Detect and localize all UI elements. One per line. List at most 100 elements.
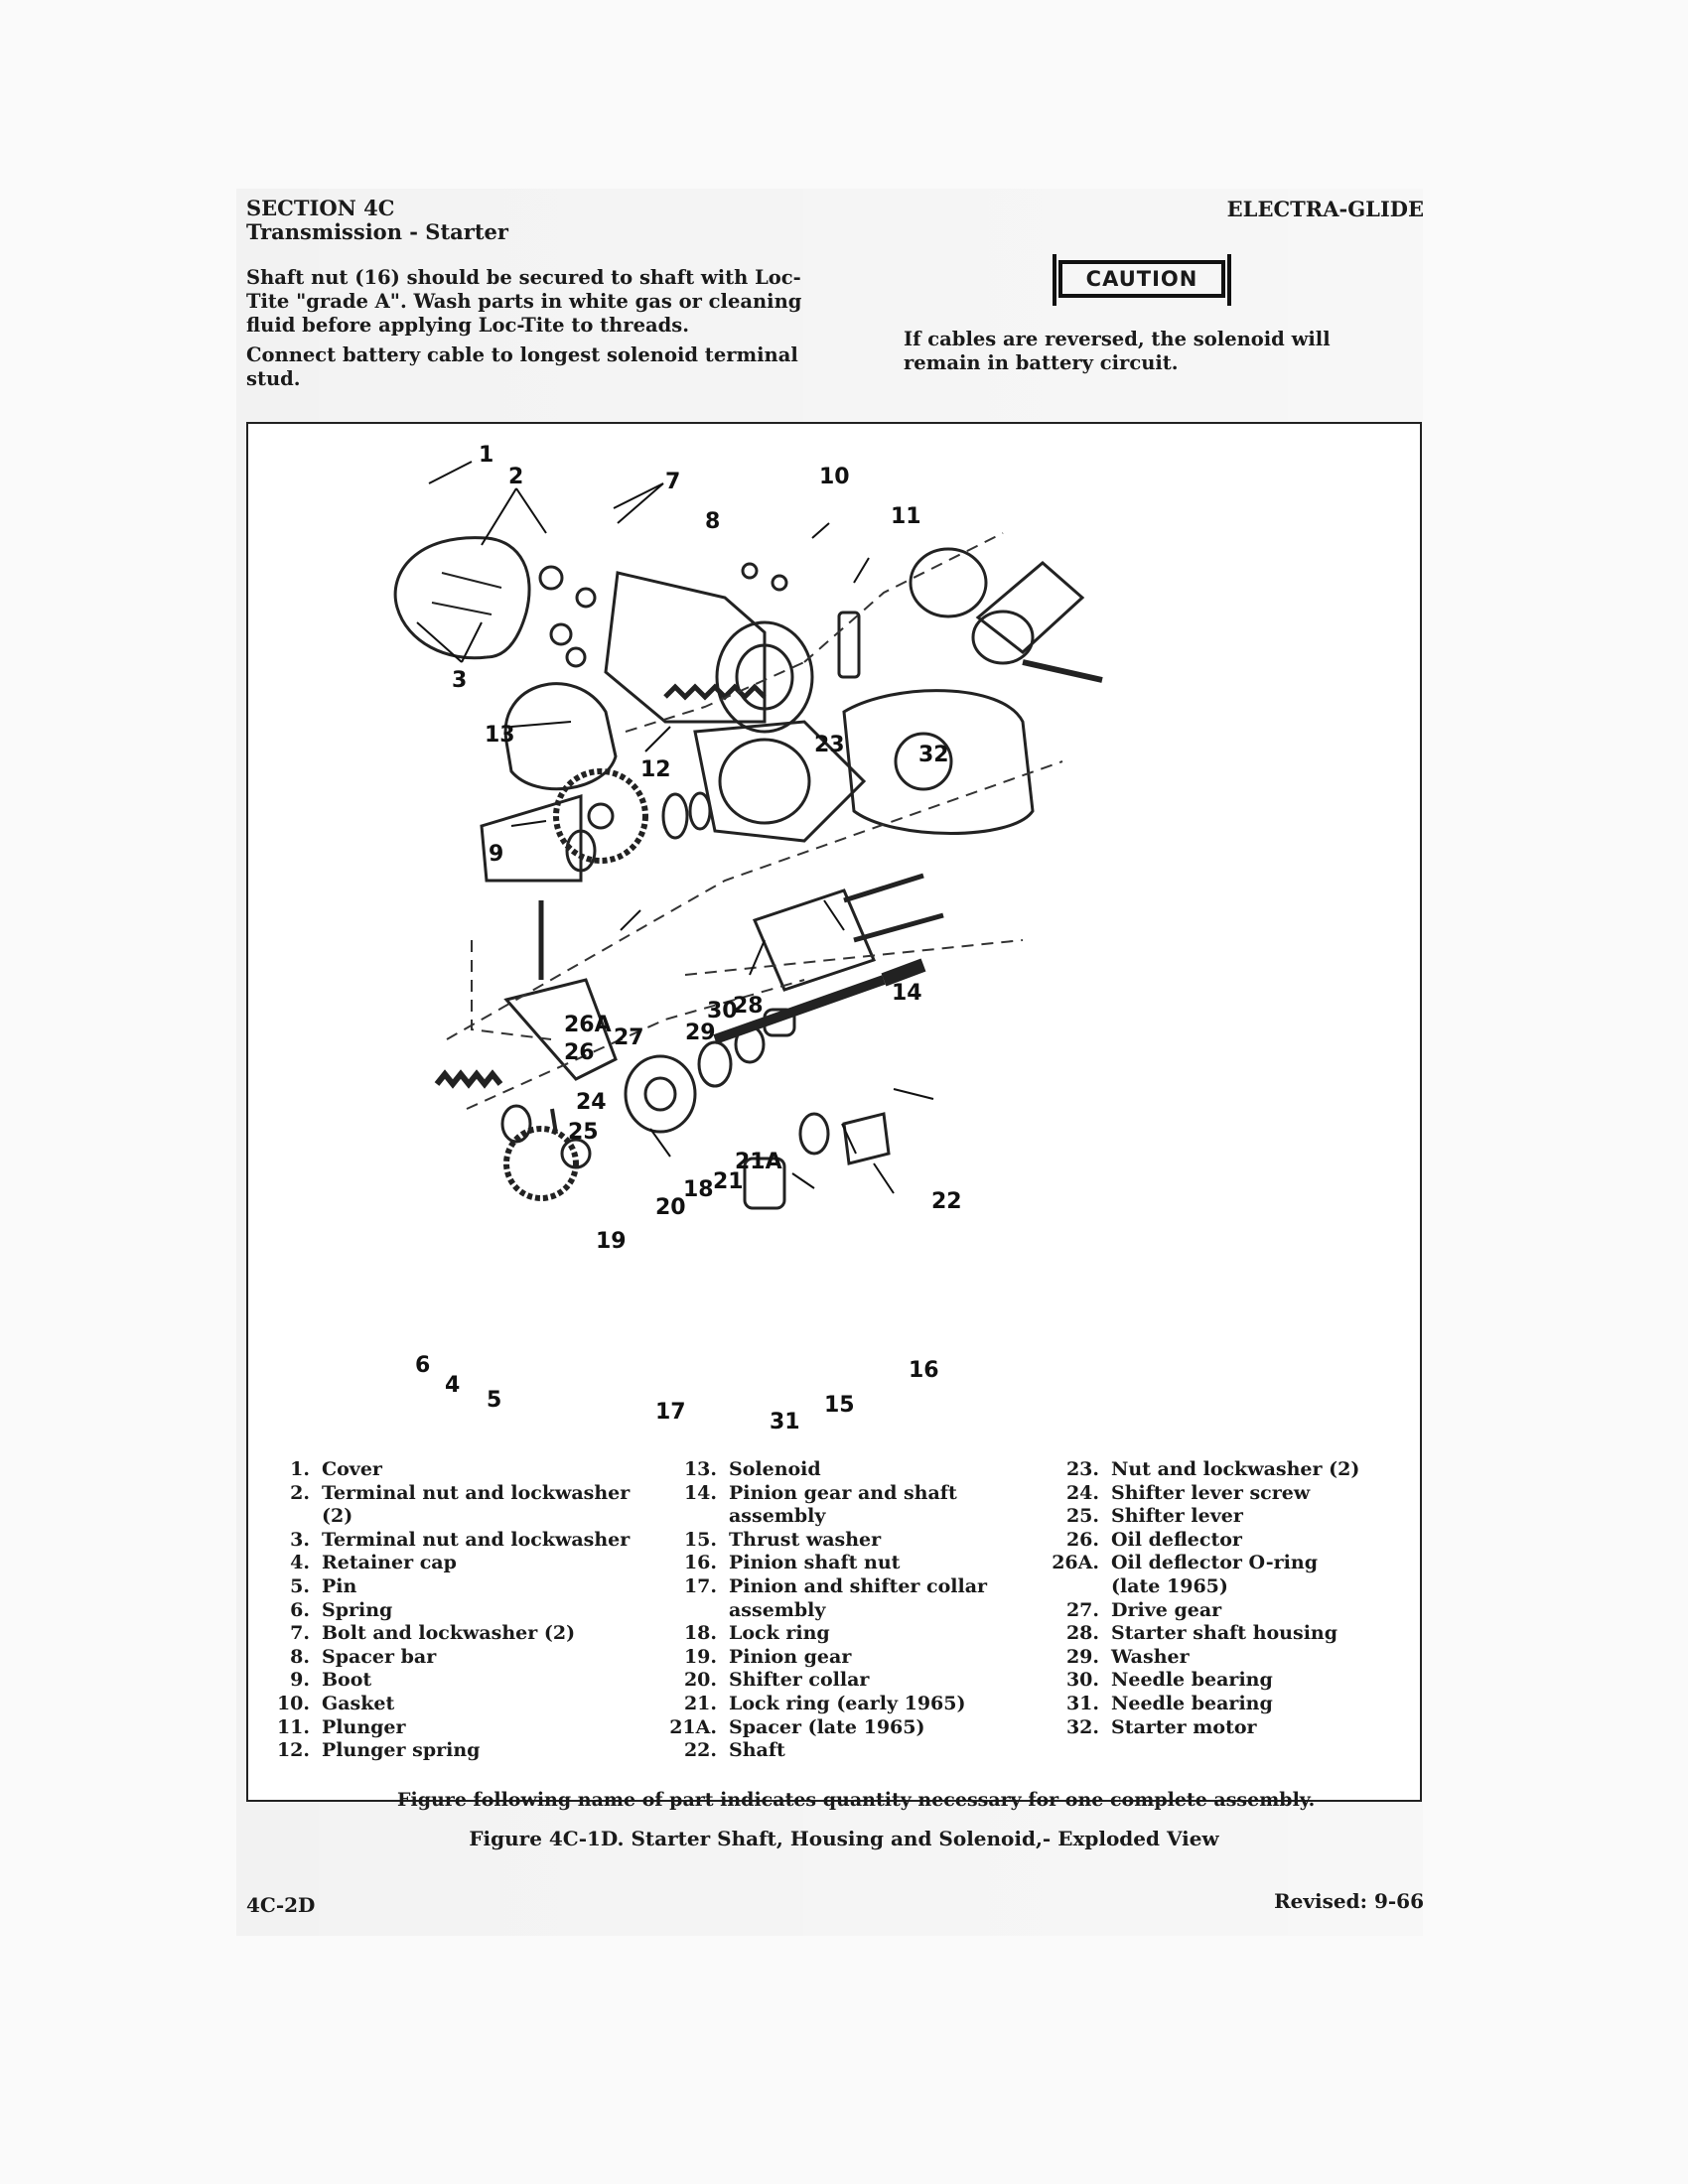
- callout-26: 26: [564, 1040, 595, 1065]
- pinion-gear-part: [503, 1126, 579, 1201]
- callout-9: 9: [489, 842, 503, 867]
- callout-2: 2: [508, 465, 523, 489]
- callout-4: 4: [445, 1373, 460, 1398]
- callout-17: 17: [655, 1400, 686, 1425]
- callout-24: 24: [576, 1090, 607, 1115]
- legend-row-solenoid: 13.Solenoid: [683, 1458, 821, 1480]
- callout-11: 11: [891, 504, 921, 529]
- page-number: 4C-2D: [246, 1893, 316, 1917]
- legend-row-shifter-lever: 25.Shifter lever: [1065, 1505, 1243, 1528]
- legend-row-oil-deflector: 26.Oil deflector: [1065, 1528, 1242, 1551]
- callout-14: 14: [892, 981, 922, 1006]
- solenoid-housing-part: [604, 571, 767, 724]
- legend-row-gasket: 10.Gasket: [276, 1692, 395, 1714]
- figure-box: 1 2 3 7 8 10 11 13 12 23 32 9 14 29 30 2…: [246, 422, 1422, 1811]
- callout-8: 8: [705, 509, 720, 534]
- section-subtitle: Transmission - Starter: [246, 219, 508, 244]
- legend-row-drive-gear: 27.Drive gear: [1065, 1598, 1222, 1621]
- legend-row-cover: 1.Cover: [290, 1458, 382, 1480]
- oil-deflector-part: [480, 793, 583, 883]
- callout-26A: 26A: [564, 1013, 612, 1037]
- legend-row-spacer-late: 21A.Spacer (late 1965): [669, 1715, 925, 1738]
- callout-29: 29: [685, 1021, 716, 1045]
- legend-row-needle-bearing-30: 30.Needle bearing: [1065, 1669, 1273, 1692]
- callout-18: 18: [683, 1177, 714, 1202]
- callout-labels: 1 2 3 7 8 10 11 13 12 23 32 9 14 29 30 2…: [415, 443, 962, 1434]
- parts-legend-column-2: 13.Solenoid 14.Pinion gear and shaft ass…: [655, 1458, 1033, 1763]
- callout-16: 16: [909, 1358, 939, 1383]
- parts-legend-column-3: 23.Nut and lockwasher (2) 24.Shifter lev…: [1038, 1458, 1420, 1739]
- legend-row-lock-ring: 18.Lock ring: [683, 1622, 830, 1645]
- callout-3: 3: [452, 668, 467, 693]
- callout-7: 7: [665, 470, 680, 494]
- callout-20: 20: [655, 1195, 686, 1220]
- plunger-part: [975, 561, 1085, 654]
- section-number: SECTION 4C: [246, 196, 395, 220]
- legend-row-pinion-gear-shaft-cont: assembly: [729, 1505, 826, 1528]
- legend-row-boot: 9.Boot: [290, 1669, 372, 1692]
- quantity-note: Figure following name of part indicates …: [397, 1789, 1316, 1811]
- legend-row-pinion-shifter-collar: 17.Pinion and shifter collar: [683, 1574, 988, 1597]
- callout-23: 23: [814, 733, 845, 757]
- shifter-collar-part: [624, 1054, 697, 1134]
- legend-row-oil-deflector-o-ring-cont: (late 1965): [1111, 1574, 1228, 1597]
- parts-legend-column-1: 1.Cover 2.Terminal nut and lockwasher (2…: [248, 1458, 645, 1763]
- callout-15: 15: [824, 1393, 855, 1418]
- callout-22: 22: [931, 1189, 962, 1214]
- callout-32: 32: [918, 743, 949, 767]
- callout-31: 31: [770, 1410, 800, 1434]
- callout-6: 6: [415, 1353, 430, 1378]
- plunger-spring-part: [663, 683, 767, 701]
- callout-10: 10: [819, 465, 850, 489]
- legend-row-terminal-nut: 2.Terminal nut and lockwasher: [290, 1481, 631, 1504]
- legend-row-pin: 5.Pin: [290, 1574, 357, 1597]
- legend-row-plunger: 11.Plunger: [276, 1715, 406, 1738]
- callout-28: 28: [733, 994, 764, 1019]
- legend-row-starter-shaft-housing: 28.Starter shaft housing: [1065, 1622, 1338, 1645]
- legend-row-shifter-lever-screw: 24.Shifter lever screw: [1065, 1481, 1311, 1504]
- boot-part: [503, 682, 618, 791]
- caution-text: If cables are reversed, the solenoid wil…: [904, 328, 1331, 374]
- caution-label: CAUTION: [1053, 254, 1231, 306]
- callout-25: 25: [568, 1120, 599, 1145]
- shifter-lever-part: [503, 978, 618, 1081]
- legend-row-plunger-spring: 12.Plunger spring: [276, 1739, 481, 1762]
- legend-row-pinion-gear-shaft: 14.Pinion gear and shaft: [683, 1481, 957, 1504]
- legend-row-washer: 29.Washer: [1065, 1645, 1190, 1668]
- callout-21A: 21A: [735, 1150, 782, 1174]
- starter-motor-part: [842, 689, 1035, 835]
- shaft-nut-instruction: Shaft nut (16) should be secured to shaf…: [246, 266, 802, 337]
- revision-date: Revised: 9-66: [1274, 1889, 1424, 1913]
- legend-row-spacer-bar: 8.Spacer bar: [290, 1645, 437, 1668]
- exploded-view-diagram: 1 2 3 7 8 10 11 13 12 23 32 9 14 29 30 2…: [393, 443, 1103, 1434]
- spring-part: [434, 1069, 503, 1089]
- legend-row-nut-lockwasher: 23.Nut and lockwasher (2): [1065, 1458, 1360, 1480]
- legend-row-terminal-nut-qty: (2): [322, 1505, 353, 1528]
- needle-bearing-part: [743, 1157, 786, 1210]
- callout-12: 12: [640, 757, 671, 782]
- legend-row-shifter-collar: 20.Shifter collar: [683, 1669, 870, 1692]
- gasket-part: [909, 547, 988, 618]
- legend-row-retainer-cap: 4.Retainer cap: [290, 1552, 457, 1574]
- legend-row-thrust-washer: 15.Thrust washer: [683, 1528, 882, 1551]
- callout-27: 27: [614, 1025, 644, 1050]
- legend-row-needle-bearing-31: 31.Needle bearing: [1065, 1692, 1273, 1714]
- model-name: ELECTRA-GLIDE: [1226, 197, 1424, 221]
- legend-row-spring: 6.Spring: [290, 1598, 393, 1621]
- legend-row-starter-motor: 32.Starter motor: [1065, 1715, 1257, 1738]
- legend-row-shaft: 22.Shaft: [683, 1739, 785, 1762]
- cover-part: [393, 536, 488, 660]
- callout-21: 21: [713, 1169, 744, 1194]
- drive-gear-part: [553, 768, 648, 864]
- legend-row-pinion-gear: 19.Pinion gear: [683, 1645, 852, 1668]
- section-header: SECTION 4C Transmission - Starter: [246, 197, 508, 244]
- callout-19: 19: [596, 1229, 627, 1254]
- legend-row-lock-ring-early: 21.Lock ring (early 1965): [683, 1692, 966, 1714]
- callout-5: 5: [487, 1388, 501, 1413]
- shaft-housing-part: [693, 720, 867, 843]
- legend-row-terminal-nut-3: 3.Terminal nut and lockwasher: [290, 1528, 631, 1551]
- figure-caption: Figure 4C-1D. Starter Shaft, Housing and…: [469, 1827, 1219, 1850]
- legend-row-bolt: 7.Bolt and lockwasher (2): [290, 1622, 576, 1645]
- callout-1: 1: [479, 443, 493, 468]
